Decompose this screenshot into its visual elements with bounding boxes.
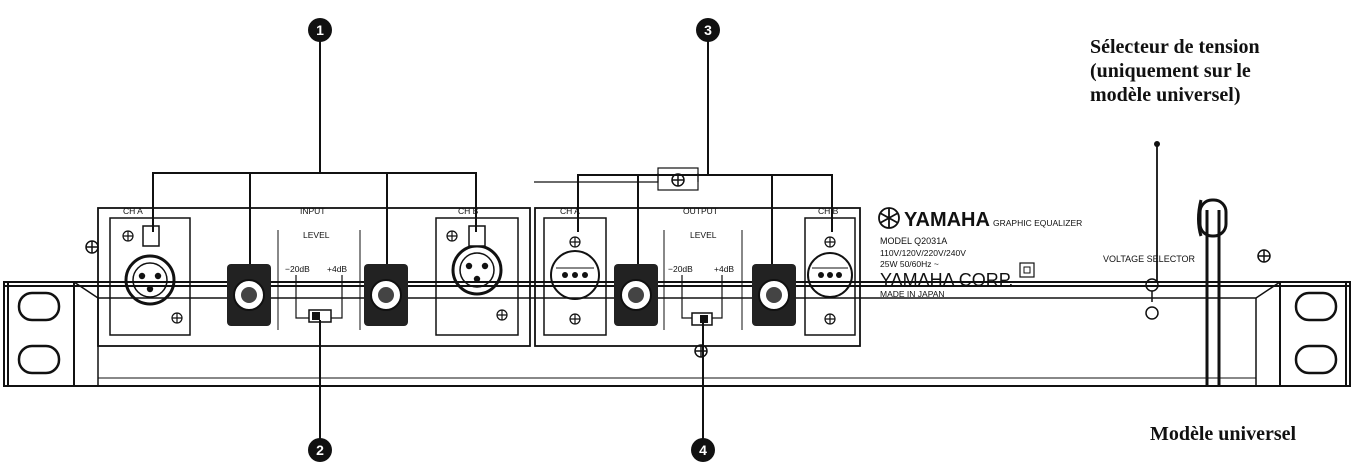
rack-hole-top-left <box>17 291 61 322</box>
callout-leaders <box>152 40 833 440</box>
input-minus20-label: −20dB <box>285 264 310 274</box>
input-module <box>97 207 531 347</box>
caption-voltage-line3: modèle universel) <box>1090 84 1241 106</box>
brand-voltages: 110V/120V/220V/240V <box>880 248 966 258</box>
voltage-selector-label: VOLTAGE SELECTOR <box>1103 254 1196 264</box>
caption-voltage-line2: (uniquement sur le <box>1090 60 1251 82</box>
phone-jack-icon <box>364 264 408 326</box>
cert-mark-icon <box>1019 262 1035 278</box>
screw-icon <box>694 344 708 358</box>
brand-origin: MADE IN JAPAN <box>880 289 945 299</box>
output-module <box>534 207 861 347</box>
phone-jack-icon <box>614 264 658 326</box>
output-ch-a-xlr-plate <box>543 217 607 336</box>
output-ch-b-label: CH B <box>818 206 839 216</box>
screw-icon <box>1257 249 1271 263</box>
callout-2: 2 <box>308 438 332 462</box>
output-level-label: LEVEL <box>690 230 717 240</box>
output-minus20-label: −20dB <box>668 264 693 274</box>
input-plus4-label: +4dB <box>327 264 347 274</box>
phone-jack-icon <box>227 264 271 326</box>
svg-text:4: 4 <box>699 442 707 458</box>
xlr-male-icon <box>807 252 853 298</box>
chassis-outline <box>3 281 1351 387</box>
brand-product: GRAPHIC EQUALIZER <box>993 218 1082 228</box>
input-ch-a-label: CH A <box>123 206 143 216</box>
callout-4: 4 <box>691 438 715 462</box>
svg-text:2: 2 <box>316 442 324 458</box>
rack-chassis <box>3 281 1351 387</box>
yamaha-logo-icon <box>878 207 900 229</box>
screw-icon <box>85 240 99 254</box>
brand-model: MODEL Q2031A <box>880 236 947 246</box>
output-ch-a-label: CH A <box>560 206 580 216</box>
phone-jack-icon <box>752 264 796 326</box>
svg-text:3: 3 <box>704 22 712 38</box>
rack-hole-bottom-right <box>1294 344 1338 375</box>
rack-hole-bottom-left <box>17 344 61 375</box>
caption-voltage-line1: Sélecteur de tension <box>1090 36 1260 58</box>
xlr-female-icon <box>124 254 176 306</box>
caption-model: Modèle universel <box>1150 423 1297 445</box>
callout-1: 1 <box>308 18 332 42</box>
callout-3: 3 <box>696 18 720 42</box>
input-ch-b-label: CH B <box>458 206 479 216</box>
output-plus4-label: +4dB <box>714 264 734 274</box>
top-bracket <box>657 167 699 191</box>
output-ch-b-xlr-plate <box>804 217 856 336</box>
output-title: OUTPUT <box>683 206 718 216</box>
power-cord <box>1197 198 1228 386</box>
brand-power: 25W 50/60Hz ~ <box>880 259 939 269</box>
input-level-label: LEVEL <box>303 230 330 240</box>
input-ch-a-xlr-plate <box>109 217 191 336</box>
brand-corp: YAMAHA CORP. <box>880 270 1013 290</box>
brand-logo-text: YAMAHA <box>904 209 990 231</box>
svg-text:1: 1 <box>316 22 324 38</box>
input-title: INPUT <box>300 206 326 216</box>
xlr-male-icon <box>550 250 600 300</box>
voltage-selector-keyhole[interactable] <box>1145 278 1159 320</box>
rack-hole-top-right <box>1294 291 1338 322</box>
